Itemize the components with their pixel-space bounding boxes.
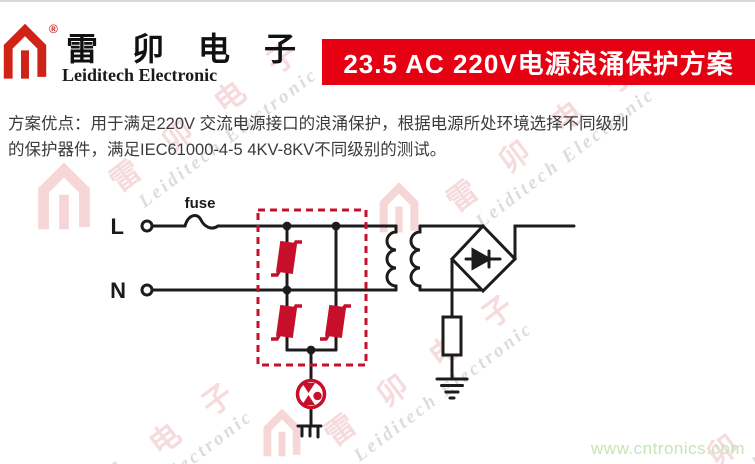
- company-logo-icon: [2, 22, 48, 84]
- label-line: L: [111, 214, 124, 239]
- varistor-symbol: [320, 304, 351, 341]
- protection-box: [256, 208, 368, 367]
- registered-trademark: ®: [49, 22, 58, 36]
- label-neutral: N: [110, 278, 126, 303]
- chassis-ground-icon: [296, 424, 323, 439]
- header: ® 雷 卯 电 子 Leiditech Electronic 23.5 AC 2…: [0, 2, 755, 102]
- junction-dots: [282, 221, 341, 355]
- gas-discharge-tube-symbol: [295, 378, 327, 410]
- description-text: 方案优点：用于满足220V 交流电源接口的浪涌保护，根据电源所处环境选择不同级别…: [8, 111, 750, 163]
- varistor-symbol: [271, 304, 302, 341]
- description-line-2: 的保护器件，满足IEC61000-4-5 4KV-8KV不同级别的测试。: [8, 141, 447, 159]
- section-title-banner: 23.5 AC 220V电源浪涌保护方案: [322, 39, 755, 85]
- varistor-symbol: [271, 240, 302, 277]
- website-url: www.cntronics.com: [591, 439, 745, 458]
- resistor-symbol: [441, 315, 463, 357]
- earth-ground-icon: [435, 377, 469, 400]
- transformer-symbol: [385, 224, 422, 292]
- brand-name-chinese: 雷 卯 电 子: [66, 31, 310, 67]
- label-fuse: fuse: [185, 195, 216, 212]
- description-line-1: 方案优点：用于满足220V 交流电源接口的浪涌保护，根据电源所处环境选择不同级别: [8, 115, 629, 133]
- brand-name-english: Leiditech Electronic: [62, 65, 218, 85]
- bridge-rectifier-symbol: [449, 223, 518, 294]
- section-title: 23.5 AC 220V电源浪涌保护方案: [343, 48, 734, 79]
- fuse-symbol: [183, 214, 220, 230]
